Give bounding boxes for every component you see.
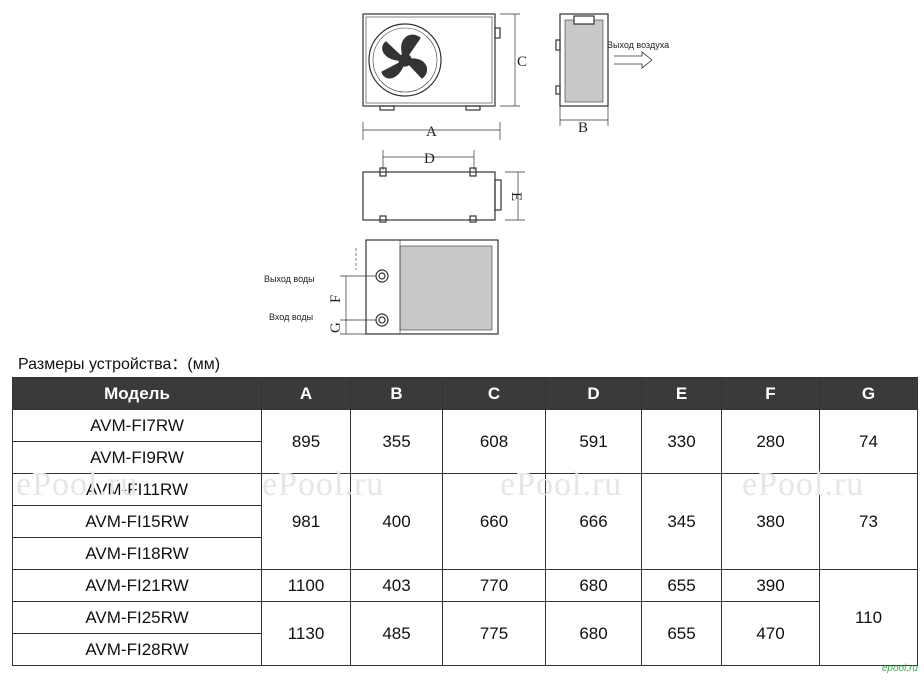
table-header-row: Модель A B C D E F G	[12, 377, 918, 410]
side-view	[555, 13, 653, 126]
table-row: AVM-FI25RW 1130 485 775 680 655 470	[12, 601, 918, 666]
dim-b-label: B	[578, 120, 588, 136]
dimensions-table: Модель A B C D E F G AVM-FI7RW 895 355 6…	[12, 377, 918, 666]
col-header-c: C	[442, 377, 546, 410]
table-row: AVM-FI28RW	[12, 633, 918, 666]
table-row: AVM-FI11RW 981 400 660 666 345 380 73	[12, 473, 918, 570]
water-in-label: Вход воды	[269, 312, 313, 322]
table-row: AVM-FI7RW 895 355 608 591 330 280 74	[12, 409, 918, 474]
value-cell: 1100	[261, 569, 351, 602]
dim-d-label: D	[424, 151, 435, 167]
value-cell: 400	[350, 473, 443, 570]
value-cell: 110	[819, 569, 918, 666]
col-header-model: Модель	[12, 377, 262, 410]
value-cell: 895	[261, 409, 351, 474]
model-cell: AVM-FI7RW	[12, 409, 262, 442]
col-header-e: E	[641, 377, 722, 410]
col-header-b: B	[350, 377, 443, 410]
col-header-f: F	[721, 377, 820, 410]
value-cell: 1130	[261, 601, 351, 666]
value-cell: 981	[261, 473, 351, 570]
value-cell: 775	[442, 601, 546, 666]
model-cell: AVM-FI9RW	[12, 441, 262, 474]
model-cell: AVM-FI21RW	[12, 569, 262, 602]
value-cell: 680	[545, 601, 642, 666]
table-row: AVM-FI21RW 1100 403 770 680 655 390 110	[12, 569, 918, 666]
dim-f-label: F	[328, 295, 344, 303]
value-cell: 73	[819, 473, 918, 570]
water-out-label: Выход воды	[264, 274, 315, 284]
model-cell: AVM-FI11RW	[12, 473, 262, 506]
value-cell: 470	[721, 601, 820, 666]
value-cell: 655	[641, 569, 722, 602]
value-cell: 380	[721, 473, 820, 570]
value-cell: 666	[545, 473, 642, 570]
value-cell: 770	[442, 569, 546, 602]
dim-e-label: E	[508, 192, 524, 201]
dim-g-label: G	[328, 322, 344, 333]
value-cell: 355	[350, 409, 443, 474]
value-cell: 330	[641, 409, 722, 474]
col-header-d: D	[545, 377, 642, 410]
value-cell: 660	[442, 473, 546, 570]
dim-a-label: A	[426, 124, 437, 140]
model-cell: AVM-FI18RW	[12, 537, 262, 570]
value-cell: 608	[442, 409, 546, 474]
value-cell: 591	[545, 409, 642, 474]
value-cell: 403	[350, 569, 443, 602]
model-cell: AVM-FI28RW	[12, 633, 262, 666]
col-header-g: G	[819, 377, 918, 410]
table-row: AVM-FI18RW	[12, 537, 918, 570]
rear-view	[340, 239, 499, 335]
value-cell: 280	[721, 409, 820, 474]
dimension-drawing: C Выход воздуха B A D E	[264, 13, 669, 335]
value-cell: 345	[641, 473, 722, 570]
top-view	[362, 122, 525, 223]
value-cell: 74	[819, 409, 918, 474]
model-cell: AVM-FI15RW	[12, 505, 262, 538]
front-view	[362, 13, 520, 111]
model-cell: AVM-FI25RW	[12, 601, 262, 634]
value-cell: 390	[721, 569, 820, 602]
table-caption: Размеры устройства：(мм)	[18, 356, 221, 373]
value-cell: 680	[545, 569, 642, 602]
value-cell: 655	[641, 601, 722, 666]
value-cell: 485	[350, 601, 443, 666]
dim-c-label: C	[517, 54, 527, 70]
col-header-a: A	[261, 377, 351, 410]
air-out-label: Выход воздуха	[607, 40, 669, 50]
corner-logo: epool.ru	[881, 663, 918, 674]
